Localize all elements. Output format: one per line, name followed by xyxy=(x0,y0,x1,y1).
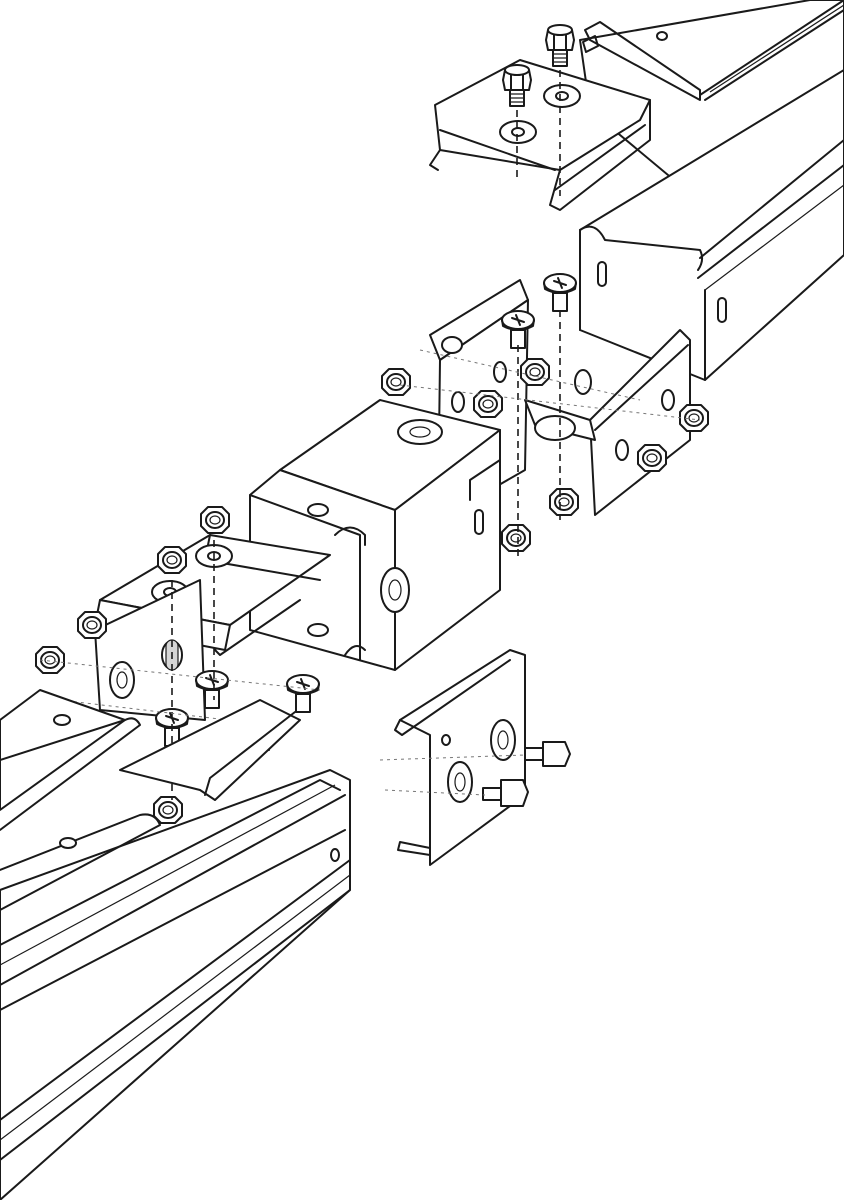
flange-nut-icon xyxy=(637,444,667,472)
junction-box-cover xyxy=(249,399,501,671)
flange-nut-icon xyxy=(679,404,709,432)
flange-nut-icon xyxy=(520,358,550,386)
flange-nut-icon xyxy=(153,796,183,824)
right-splice-bracket xyxy=(524,329,691,516)
right-rail-channel xyxy=(579,69,844,381)
flange-nut-icon xyxy=(157,546,187,574)
flange-nut-icon xyxy=(381,368,411,396)
hex-bolt-icon xyxy=(545,24,575,67)
flange-nut-icon xyxy=(501,524,531,552)
phillips-screw-icon xyxy=(286,674,320,713)
flange-nut-icon xyxy=(549,488,579,516)
washer-icon xyxy=(543,84,581,108)
hex-bolt-icon xyxy=(482,779,529,807)
lower-splice-bracket xyxy=(394,649,526,866)
hex-bolt-icon xyxy=(524,741,571,767)
washer-icon xyxy=(499,120,537,144)
upper-clamp-plate xyxy=(429,59,651,211)
flange-nut-icon xyxy=(200,506,230,534)
left-rail-channel xyxy=(0,689,351,1200)
left-clamp-lower-lip xyxy=(119,699,301,801)
flange-nut-icon xyxy=(473,390,503,418)
phillips-screw-icon xyxy=(543,273,577,312)
flange-nut-icon xyxy=(77,611,107,639)
